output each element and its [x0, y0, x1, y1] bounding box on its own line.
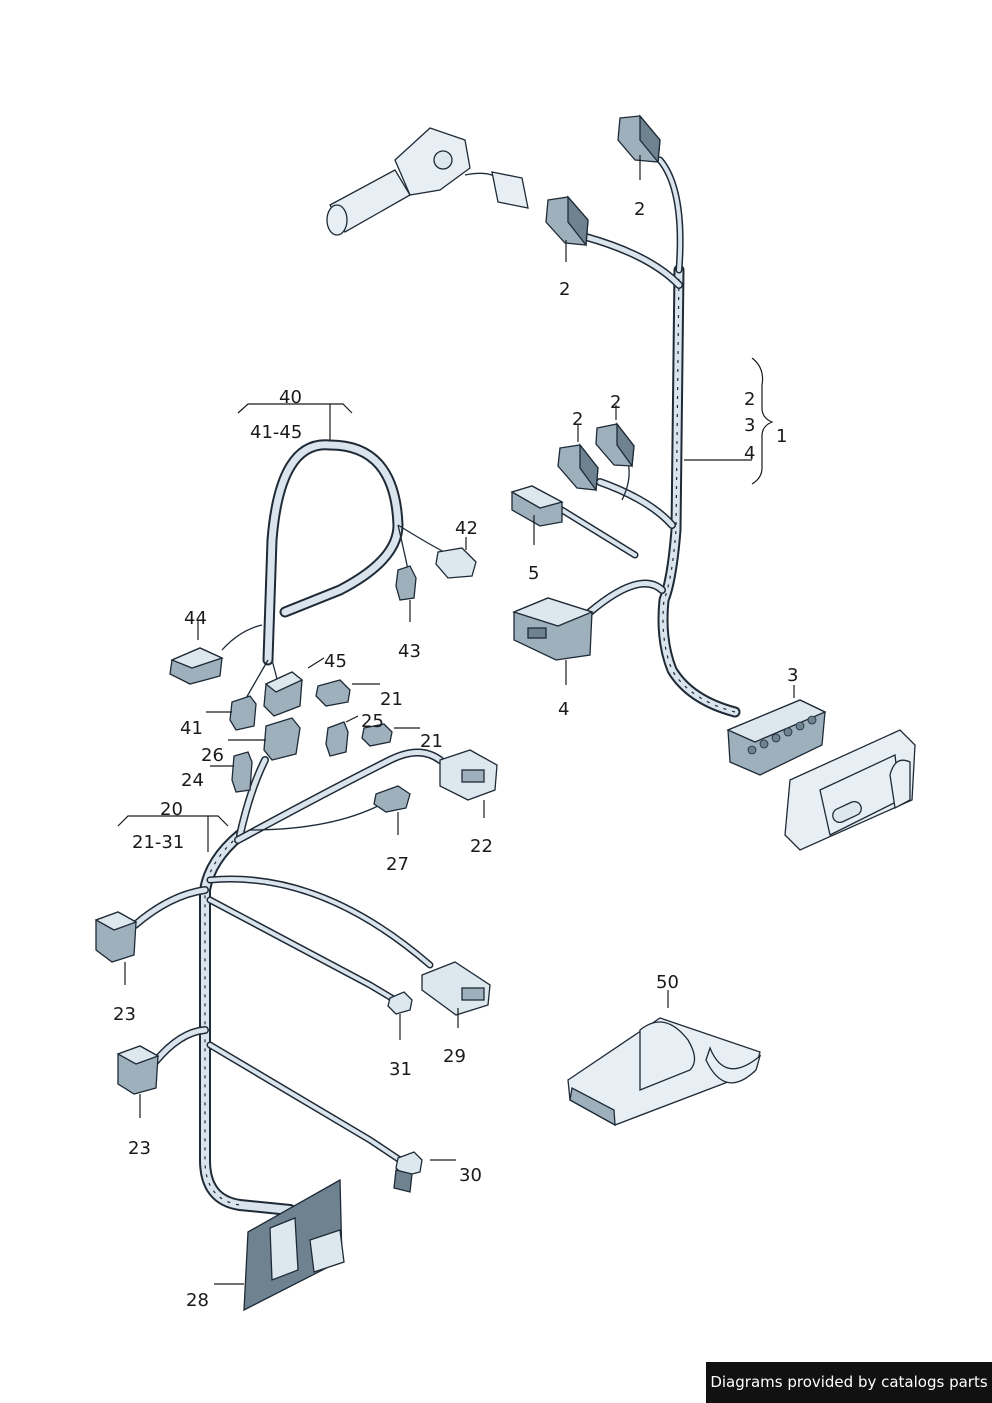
connector-22	[439, 749, 498, 801]
attribution-banner: Diagrams provided by catalogs parts	[706, 1362, 992, 1403]
connector-23-lower	[116, 1045, 160, 1095]
callout-30: 30	[459, 1165, 482, 1186]
connector-3	[726, 699, 827, 776]
callout-31: 31	[389, 1059, 412, 1080]
callout-28: 28	[186, 1290, 209, 1311]
connector-2-top	[617, 114, 661, 164]
connector-45	[263, 671, 304, 717]
callout-2: 2	[559, 279, 570, 300]
harness-20	[131, 748, 444, 1216]
callout-21-31: 21-31	[132, 832, 184, 853]
connector-21-upper	[315, 679, 351, 707]
callout-50: 50	[656, 972, 679, 993]
harness-main-right	[558, 156, 741, 718]
callout-23: 23	[113, 1004, 136, 1025]
callout-1: 1	[776, 426, 787, 447]
callout-45: 45	[324, 651, 347, 672]
callout-2: 2	[610, 392, 621, 413]
callout-41: 41	[180, 718, 203, 739]
connector-42	[435, 547, 477, 579]
connector-23-upper	[94, 911, 138, 963]
callout-40: 40	[279, 387, 302, 408]
connector-5	[510, 485, 564, 527]
connector-43	[395, 565, 417, 601]
connector-25	[325, 721, 349, 757]
callout-5: 5	[528, 563, 539, 584]
callout-labels: 2 2 2 2 2 3 4 1 5 4 3 40 41-45 42 43 44 …	[113, 199, 798, 1311]
seat-motor	[326, 127, 529, 236]
connector-27	[373, 785, 411, 813]
connector-2-middle-b	[595, 422, 635, 468]
connector-21-lower	[361, 723, 393, 747]
callout-4: 4	[558, 699, 569, 720]
leader-lines	[117, 155, 795, 1285]
callout-4-range: 4	[744, 443, 755, 464]
part-50	[567, 1017, 762, 1127]
connector-31	[387, 991, 413, 1015]
connector-2-upper	[545, 195, 589, 247]
callout-25: 25	[361, 711, 384, 732]
callout-21: 21	[420, 731, 443, 752]
callout-3: 3	[787, 665, 798, 686]
connector-41	[229, 695, 257, 731]
callout-26: 26	[201, 745, 224, 766]
callout-23: 23	[128, 1138, 151, 1159]
callout-3-range: 3	[744, 415, 755, 436]
callout-21: 21	[380, 689, 403, 710]
callout-24: 24	[181, 770, 204, 791]
callout-44: 44	[184, 608, 207, 629]
connector-30	[393, 1151, 423, 1193]
callout-29: 29	[443, 1046, 466, 1067]
connector-2-middle-a	[557, 443, 599, 492]
callout-20: 20	[160, 799, 183, 820]
callout-43: 43	[398, 641, 421, 662]
connector-26	[263, 717, 301, 761]
callout-41-45: 41-45	[250, 422, 302, 443]
connector-44	[169, 647, 224, 685]
callout-2: 2	[572, 409, 583, 430]
callout-2: 2	[634, 199, 645, 220]
callout-42: 42	[455, 518, 478, 539]
callout-27: 27	[386, 854, 409, 875]
connector-29	[421, 961, 491, 1016]
connector-4	[512, 597, 594, 661]
control-unit	[784, 729, 916, 851]
callout-2-range: 2	[744, 389, 755, 410]
connector-24	[231, 751, 253, 793]
bracket-28	[243, 1178, 345, 1312]
callout-22: 22	[470, 836, 493, 857]
